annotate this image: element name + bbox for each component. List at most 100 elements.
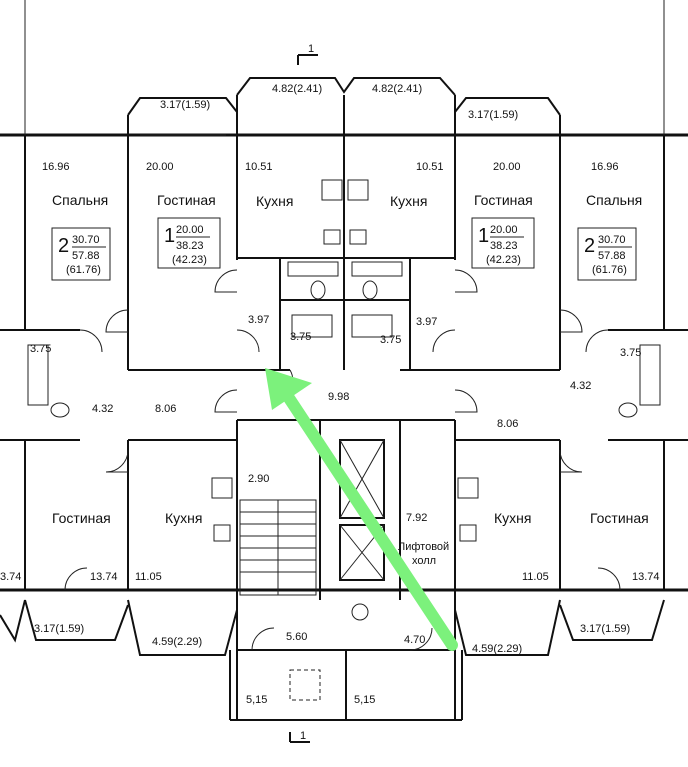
svg-text:57.88: 57.88 <box>72 250 100 262</box>
svg-text:1: 1 <box>478 225 489 247</box>
bathtub-icon <box>287 261 339 277</box>
room-name: Спальня <box>52 192 108 208</box>
room-name: Кухня <box>390 193 427 209</box>
room-name: Кухня <box>165 510 202 526</box>
balcony-label: 4.59(2.29) <box>472 643 522 655</box>
room-name: холл <box>412 555 436 567</box>
room-name: Лифтовой <box>398 541 449 553</box>
svg-text:(61.76): (61.76) <box>66 264 101 276</box>
section-mark-top: 1 <box>297 43 318 65</box>
stove-icon <box>457 477 479 499</box>
apartment-badge-2-left: 2 30.70 57.88 (61.76) <box>51 227 111 281</box>
svg-text:2: 2 <box>584 235 595 257</box>
main-walls <box>0 0 688 721</box>
room-area: 3.75 <box>30 343 51 355</box>
room-name: Гостиная <box>590 510 649 526</box>
stove-icon <box>347 179 369 201</box>
svg-text:30.70: 30.70 <box>72 234 100 246</box>
room-name: Гостиная <box>157 192 216 208</box>
room-area: 8.06 <box>155 403 176 415</box>
room-area: 16.96 <box>42 161 70 173</box>
svg-text:30.70: 30.70 <box>598 234 626 246</box>
svg-text:2: 2 <box>58 235 69 257</box>
room-name: Спальня <box>586 192 642 208</box>
room-area: 11.05 <box>522 571 549 583</box>
stove-icon <box>211 477 233 499</box>
room-area: 5,15 <box>354 694 375 706</box>
bathtub-icon <box>351 261 403 277</box>
arrow-head <box>265 368 312 410</box>
kitchen-sink-icon <box>213 524 231 542</box>
room-area: 10.51 <box>416 161 444 173</box>
room-area: 9.98 <box>328 391 349 403</box>
room-area: 5,15 <box>246 694 267 706</box>
room-area: 4.32 <box>570 380 591 392</box>
kitchen-sink-icon <box>349 229 367 245</box>
arrow-shaft <box>279 386 458 651</box>
garbage-chute-icon <box>351 603 369 621</box>
room-name: Кухня <box>256 193 293 209</box>
direction-arrow <box>265 368 458 651</box>
room-area: 11.05 <box>135 571 162 583</box>
room-area: 13.74 <box>632 571 660 583</box>
stair-and-lifts <box>239 439 385 701</box>
room-area: 7.92 <box>406 512 427 524</box>
room-area: 4.70 <box>404 634 425 646</box>
svg-text:57.88: 57.88 <box>598 250 626 262</box>
balcony-label: 3.17(1.59) <box>580 623 630 635</box>
room-name: Гостиная <box>52 510 111 526</box>
toilet-icon <box>50 402 70 418</box>
room-area: 3.97 <box>416 316 437 328</box>
apartment-badge-1-left: 1 20.00 38.23 (42.23) <box>157 217 221 269</box>
section-label-bottom: 1 <box>300 730 306 742</box>
room-area: 4.32 <box>92 403 113 415</box>
balcony-label: 4.82(2.41) <box>272 83 322 95</box>
svg-text:(42.23): (42.23) <box>486 254 521 266</box>
balcony-label: 3.17(1.59) <box>160 99 210 111</box>
svg-text:38.23: 38.23 <box>490 240 518 252</box>
room-area: 3.75 <box>620 347 641 359</box>
room-area: 16.96 <box>591 161 619 173</box>
room-area: 3.75 <box>380 334 401 346</box>
room-area: 10.51 <box>245 161 273 173</box>
toilet-icon <box>310 280 326 300</box>
balcony-label: 4.82(2.41) <box>372 83 422 95</box>
balcony-label: 3.17(1.59) <box>34 623 84 635</box>
room-area: 3.97 <box>248 314 269 326</box>
kitchen-sink-icon <box>459 524 477 542</box>
room-area: 3.74 <box>0 571 21 583</box>
svg-text:20.00: 20.00 <box>176 224 204 236</box>
doors <box>64 269 621 651</box>
stove-icon <box>321 179 343 201</box>
apartment-badge-1-right: 1 20.00 38.23 (42.23) <box>471 217 535 269</box>
svg-text:(61.76): (61.76) <box>592 264 627 276</box>
sink-icon <box>291 314 333 338</box>
section-label-top: 1 <box>308 43 314 55</box>
toilet-icon <box>362 280 378 300</box>
bathtub-icon <box>27 344 49 406</box>
section-mark-bottom: 1 <box>289 730 310 743</box>
fixtures <box>27 179 661 542</box>
room-area: 3.75 <box>290 331 311 343</box>
balcony-label: 4.59(2.29) <box>152 636 202 648</box>
top-balconies <box>127 77 561 136</box>
svg-text:1: 1 <box>164 225 175 247</box>
sink-icon <box>351 314 393 338</box>
svg-text:(42.23): (42.23) <box>172 254 207 266</box>
room-area: 5.60 <box>286 631 307 643</box>
svg-text:20.00: 20.00 <box>490 224 518 236</box>
room-area: 13.74 <box>90 571 118 583</box>
toilet-icon <box>618 402 638 418</box>
balcony-label: 3.17(1.59) <box>468 109 518 121</box>
kitchen-sink-icon <box>323 229 341 245</box>
bottom-balconies <box>0 599 665 656</box>
room-name: Кухня <box>494 510 531 526</box>
room-area: 20.00 <box>146 161 174 173</box>
room-area: 2.90 <box>248 473 269 485</box>
svg-text:38.23: 38.23 <box>176 240 204 252</box>
bathtub-icon <box>639 344 661 406</box>
room-area: 20.00 <box>493 161 521 173</box>
room-area: 8.06 <box>497 418 518 430</box>
room-name: Гостиная <box>474 192 533 208</box>
